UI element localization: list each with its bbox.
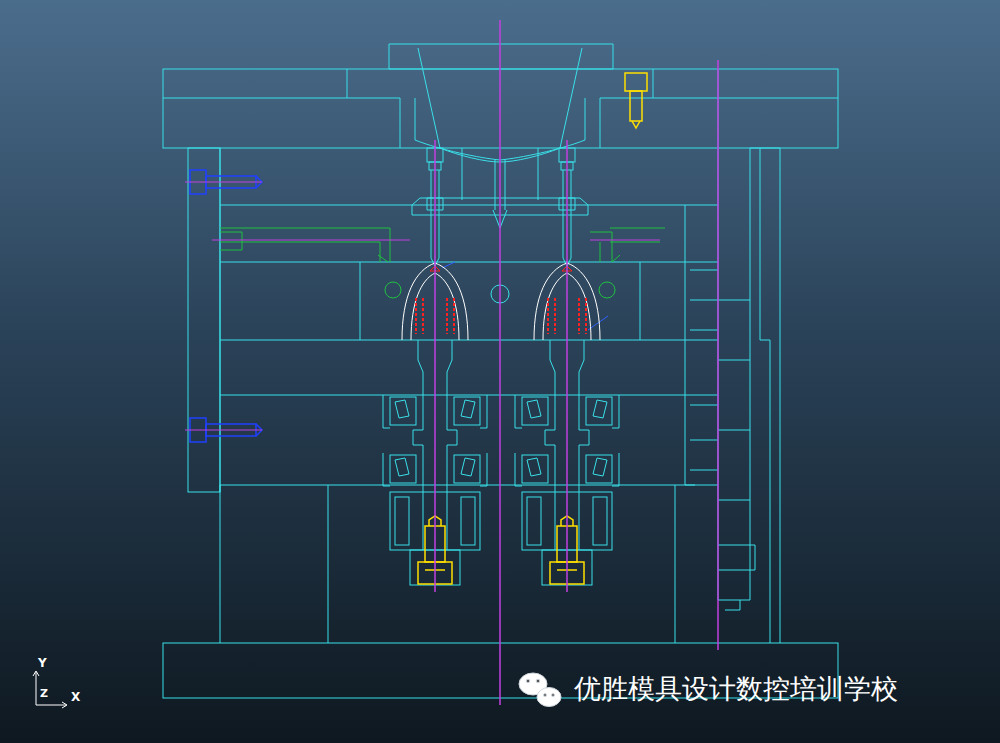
axis-label: Z (40, 688, 48, 699)
axis-label: X (71, 691, 80, 703)
watermark: 优胜模具设计数控培训学校 (574, 675, 898, 702)
axis-label: Y (38, 657, 47, 669)
